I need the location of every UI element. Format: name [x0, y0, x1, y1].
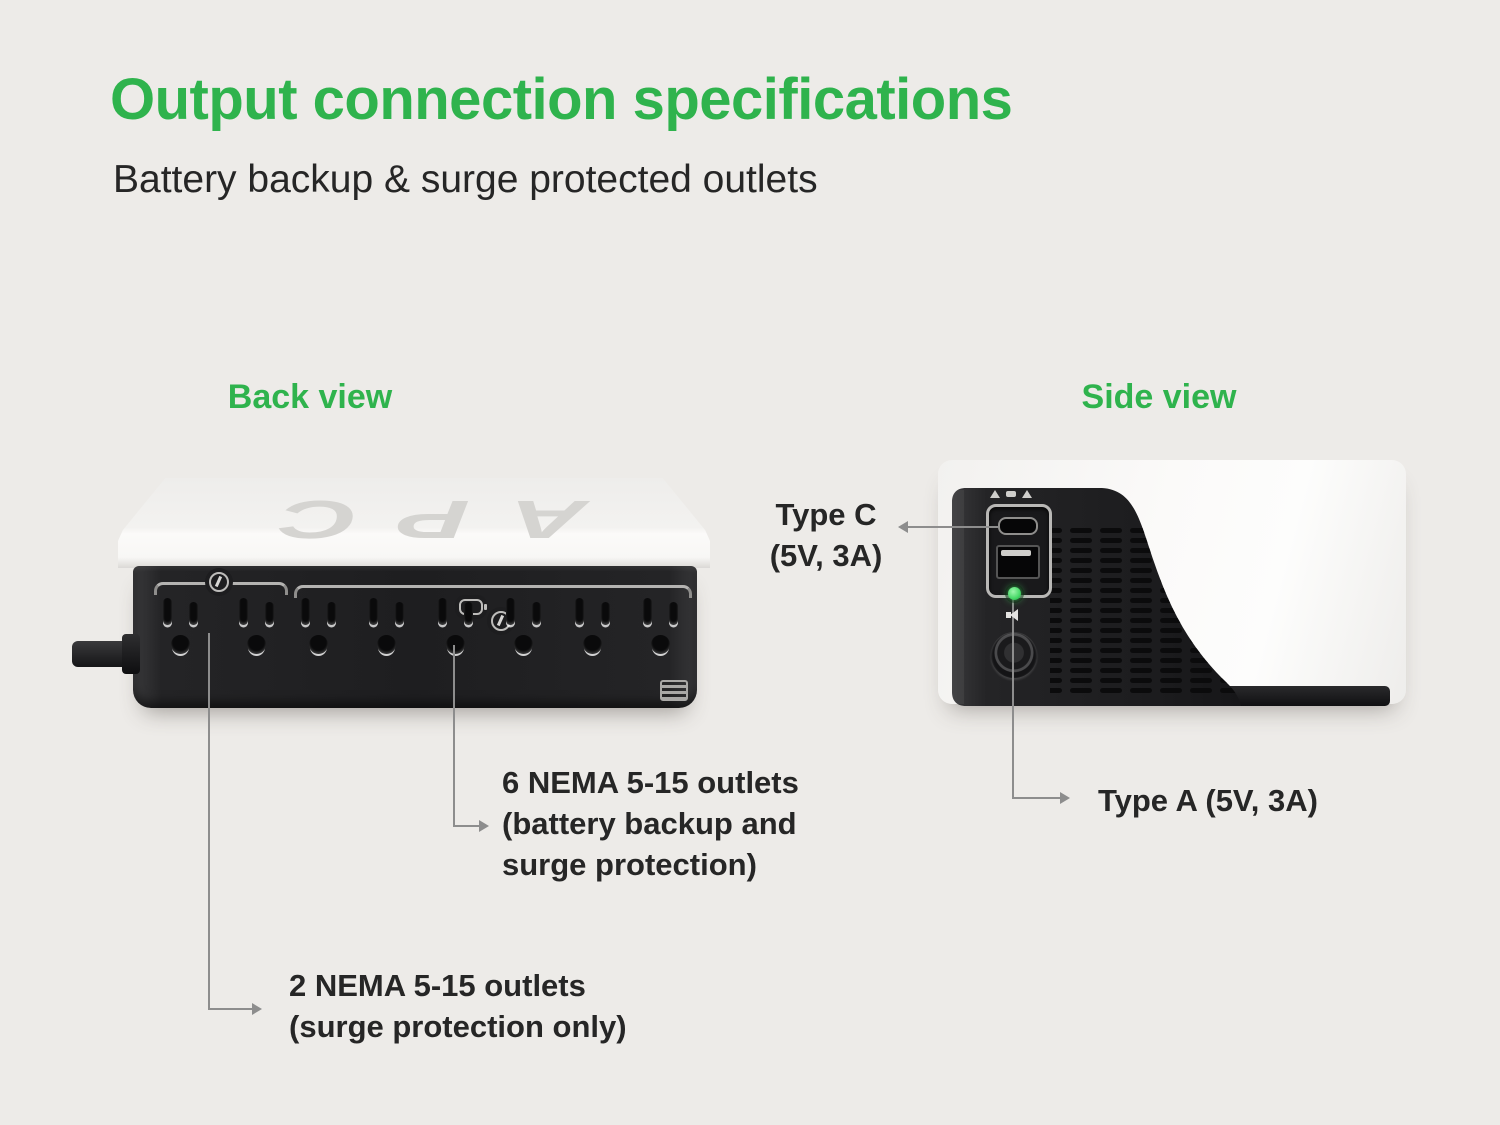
- arrow-right-icon: [252, 1003, 262, 1015]
- outlet-slot-neutral: [369, 598, 379, 625]
- outlet-slot-neutral: [642, 598, 652, 625]
- ups-side-black-panel: [952, 488, 1241, 706]
- annotation-line: Type A (5V, 3A): [1098, 783, 1318, 818]
- nema-5-15-outlet: [364, 597, 410, 659]
- outlet-ground-hole: [247, 635, 266, 654]
- six-nema-leader-line: [453, 645, 455, 827]
- nema-5-15-outlet: [570, 597, 616, 659]
- ups-back-top-lid: APC: [118, 478, 710, 568]
- nema-5-15-outlet: [234, 597, 280, 659]
- side-view-label: Side view: [1081, 378, 1237, 416]
- usb-c-port: [998, 517, 1038, 535]
- annotation-line: 6 NEMA 5-15 outlets: [502, 765, 799, 800]
- annotation-line: (5V, 3A): [769, 538, 883, 573]
- type-c-annotation: Type C (5V, 3A): [742, 494, 910, 576]
- outlet-ground-hole: [377, 635, 397, 654]
- annotation-line: Type C: [775, 497, 877, 532]
- nema-5-15-outlet: [638, 597, 684, 659]
- usb-port-bezel: [986, 504, 1052, 598]
- ups-back-panel: [133, 566, 697, 708]
- outlet-slot-hot: [600, 602, 610, 625]
- outlet-slot-neutral: [239, 598, 248, 625]
- outlet-slot-hot: [327, 602, 336, 625]
- annotation-line: (surge protection only): [289, 1009, 627, 1044]
- two-nema-leader-line: [208, 1008, 252, 1010]
- type-a-leader-line: [1012, 585, 1014, 799]
- outlet-ground-hole: [650, 635, 670, 654]
- outlet-slot-hot: [395, 602, 405, 625]
- outlet-slot-hot: [668, 602, 678, 625]
- two-nema-annotation: 2 NEMA 5-15 outlets (surge protection on…: [289, 965, 627, 1047]
- arrow-right-icon: [1060, 792, 1070, 804]
- outlet-ground-hole: [445, 635, 465, 654]
- nema-5-15-outlet: [433, 597, 479, 659]
- outlet-slot-neutral: [163, 598, 172, 625]
- type-c-leader-line: [908, 526, 1000, 528]
- status-led: [1008, 587, 1021, 600]
- outlet-slot-hot: [463, 602, 473, 625]
- outlet-ground-hole: [171, 635, 190, 654]
- surge-icon: [209, 572, 229, 592]
- back-view-label: Back view: [227, 378, 393, 416]
- nema-5-15-outlet: [158, 597, 204, 659]
- page-subtitle: Battery backup & surge protected outlets: [113, 158, 818, 201]
- outlet-slot-hot: [532, 602, 542, 625]
- vent-grille: [1050, 528, 1236, 698]
- outlet-group-battery-surge: [296, 597, 684, 659]
- outlet-group-surge-only: [158, 597, 280, 659]
- arrow-right-icon: [479, 820, 489, 832]
- rating-label-icon: [660, 680, 688, 701]
- power-cord-stub: [72, 641, 130, 667]
- outlet-ground-hole: [582, 635, 602, 654]
- nema-5-15-outlet: [296, 597, 342, 659]
- annotation-line: (battery backup and: [502, 806, 797, 841]
- outlet-ground-hole: [514, 635, 534, 654]
- power-button: [991, 632, 1037, 678]
- outlet-slot-hot: [265, 602, 274, 625]
- six-nema-annotation: 6 NEMA 5-15 outlets (battery backup and …: [502, 762, 799, 885]
- annotation-line: 2 NEMA 5-15 outlets: [289, 968, 586, 1003]
- outlet-slot-hot: [189, 602, 198, 625]
- power-cord-collar: [122, 634, 140, 674]
- six-nema-leader-line: [453, 825, 479, 827]
- page-title: Output connection specifications: [110, 67, 1013, 132]
- annotation-line: surge protection): [502, 847, 757, 882]
- outlet-slot-neutral: [506, 598, 516, 625]
- arrow-left-icon: [898, 521, 908, 533]
- outlet-slot-neutral: [437, 598, 447, 625]
- outlet-ground-hole: [309, 635, 328, 654]
- mute-icon: [1006, 609, 1020, 621]
- nema-5-15-outlet: [501, 597, 547, 659]
- battery-group-bracket: [294, 585, 692, 598]
- apc-logo: APC: [239, 489, 589, 549]
- type-a-annotation: Type A (5V, 3A): [1098, 780, 1318, 821]
- port-markings-icon: [990, 489, 1042, 499]
- outlet-slot-neutral: [301, 598, 310, 625]
- usb-a-port: [996, 545, 1040, 579]
- type-a-leader-line: [1012, 797, 1060, 799]
- two-nema-leader-line: [208, 633, 210, 1010]
- outlet-slot-neutral: [574, 598, 584, 625]
